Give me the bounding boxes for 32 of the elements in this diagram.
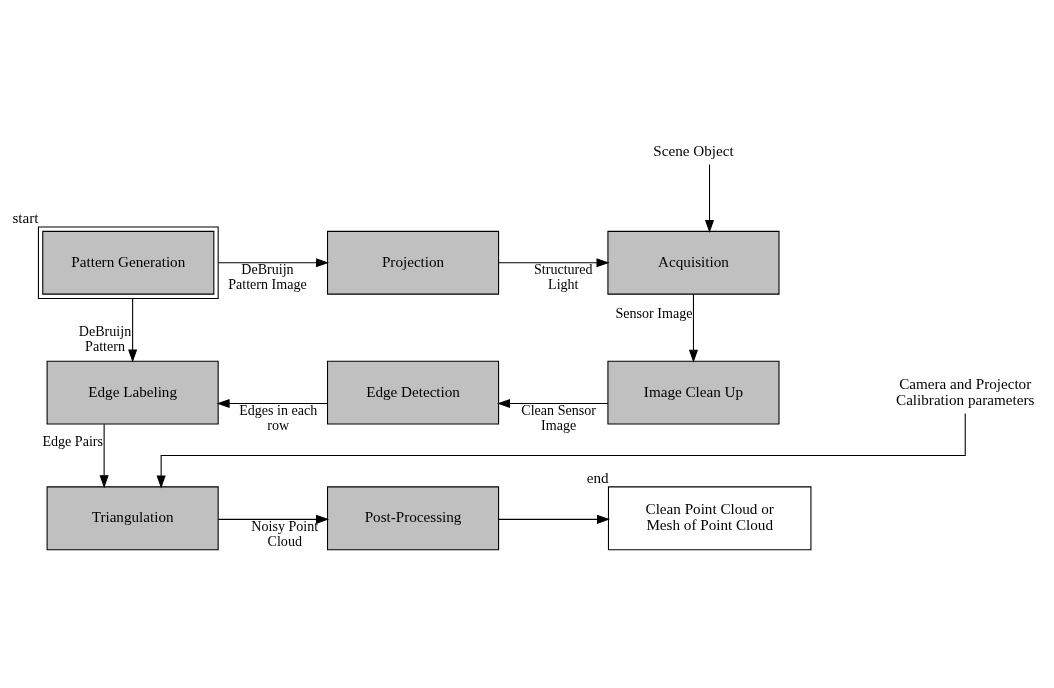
arrow [217, 514, 330, 524]
edge-label: Edge Pairs [42, 432, 103, 449]
node-box: Triangulation [46, 485, 219, 550]
node-box: Edge Detection [326, 360, 500, 425]
arrow [217, 257, 330, 267]
arrow [99, 423, 109, 488]
edge-label: DeBruijn Pattern Image [228, 260, 307, 292]
arrow [128, 297, 138, 363]
edge-label: Sensor Image [615, 304, 693, 321]
node-label: start [12, 208, 39, 226]
node-text: Camera and Projector Calibration parameters [896, 374, 1035, 408]
node-box: Clean Point Cloud or Mesh of Point Cloud [607, 485, 812, 550]
node-text: Scene Object [653, 141, 734, 159]
node-box: Acquisition [607, 230, 780, 295]
node-box: Image Clean Up [607, 360, 780, 425]
node-label: end [586, 468, 609, 486]
arrow [688, 293, 698, 363]
node-box: Post-Processing [326, 485, 500, 550]
edge-label: Edges in each row [239, 401, 318, 433]
node-box: Pattern Generation [37, 226, 219, 299]
arrow [498, 514, 610, 524]
arrow [498, 257, 610, 267]
arrow [497, 398, 609, 408]
edge-label: DeBruijn Pattern [78, 322, 132, 354]
node-box: Projection [326, 230, 500, 295]
edge-label: Clean Sensor Image [521, 401, 596, 433]
edge-label: Structured Light [534, 260, 593, 292]
arrow [156, 412, 966, 488]
edge-label: Noisy Point Cloud [251, 517, 319, 549]
arrow [216, 398, 328, 408]
node-box: Edge Labeling [46, 360, 219, 425]
arrow [704, 163, 715, 233]
